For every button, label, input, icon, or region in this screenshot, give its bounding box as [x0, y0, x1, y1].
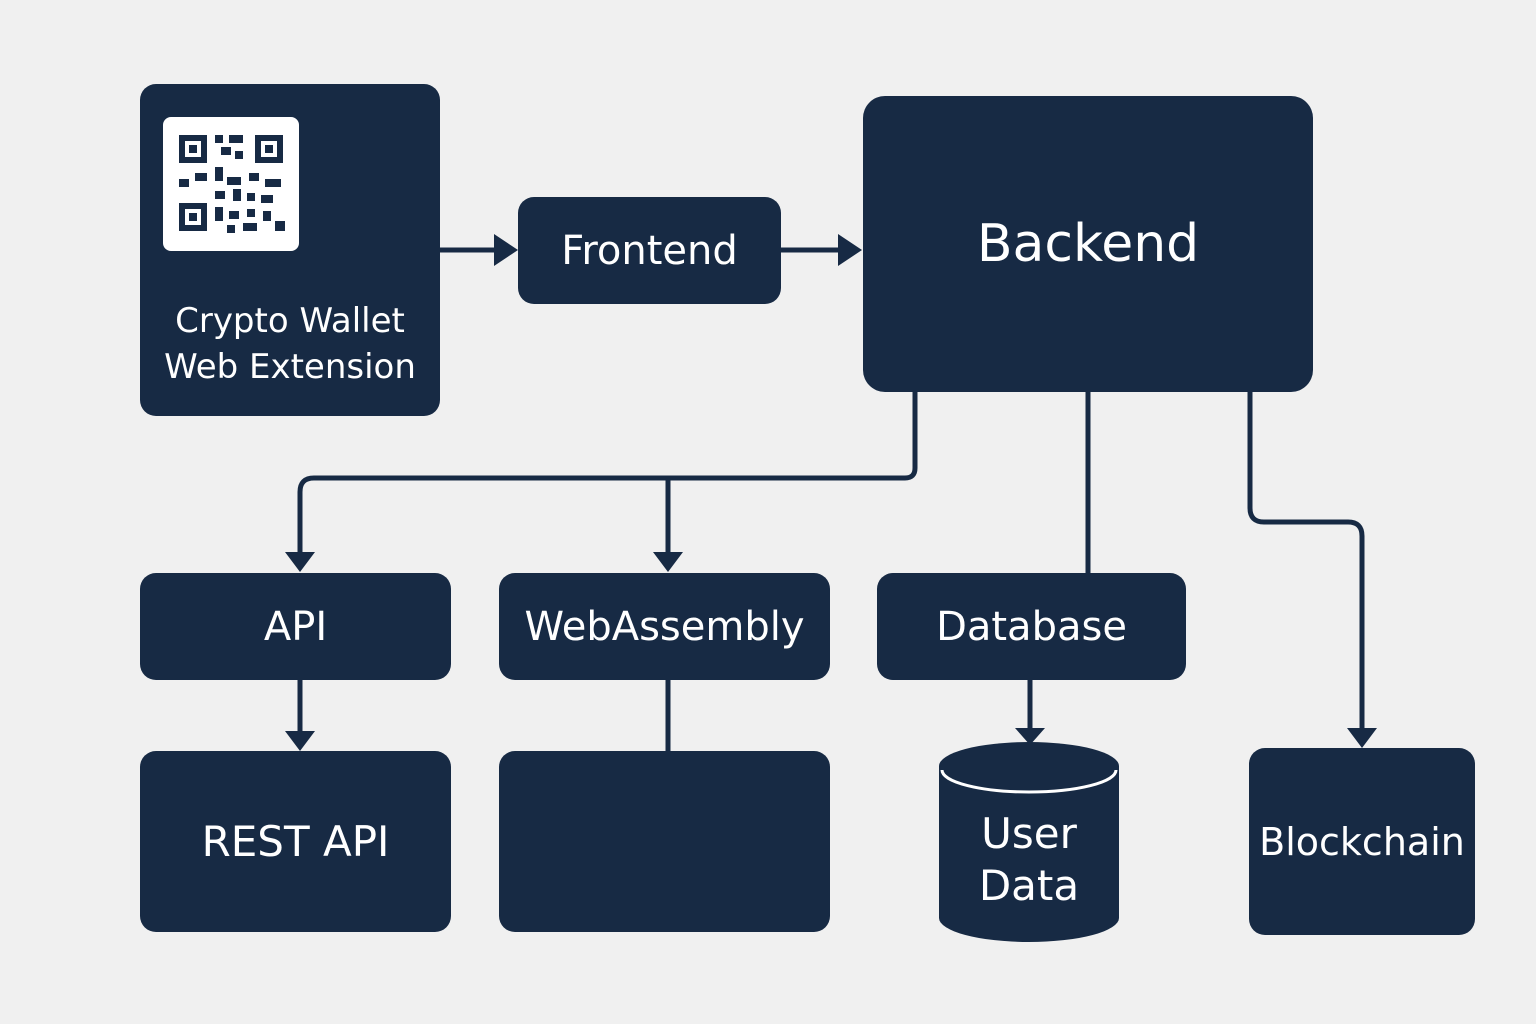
frontend-node: Frontend — [518, 197, 781, 304]
cylinder-shape — [939, 742, 1119, 942]
arrowhead — [285, 731, 315, 751]
arrowhead — [285, 552, 315, 572]
webassembly-label: WebAssembly — [524, 603, 805, 650]
user-data-node: User Data — [938, 740, 1120, 944]
crypto-wallet-label: Crypto Wallet Web Extension — [164, 301, 416, 387]
database-node: Database — [877, 573, 1186, 680]
rest-api-label: REST API — [201, 817, 390, 866]
arrowhead — [838, 234, 862, 266]
blockchain-label: Blockchain — [1259, 819, 1465, 864]
webassembly-child-node — [499, 751, 830, 932]
arrowhead — [653, 552, 683, 572]
webassembly-node: WebAssembly — [499, 573, 830, 680]
user-data-label: User Data — [978, 809, 1080, 910]
arrowhead — [1347, 728, 1377, 748]
rest-api-node: REST API — [140, 751, 451, 932]
frontend-label: Frontend — [561, 227, 738, 274]
crypto-wallet-node: Crypto Wallet Web Extension — [140, 84, 440, 416]
arrowhead — [494, 234, 518, 266]
edge-backend-api — [297, 392, 918, 552]
backend-node: Backend — [863, 96, 1313, 392]
qr-code-icon — [163, 117, 299, 251]
api-label: API — [263, 603, 328, 650]
arrowhead — [1015, 728, 1045, 745]
database-label: Database — [936, 603, 1127, 650]
edge-backend-blockchain — [1247, 392, 1365, 728]
api-node: API — [140, 573, 451, 680]
blockchain-node: Blockchain — [1249, 748, 1475, 935]
backend-label: Backend — [976, 214, 1200, 274]
